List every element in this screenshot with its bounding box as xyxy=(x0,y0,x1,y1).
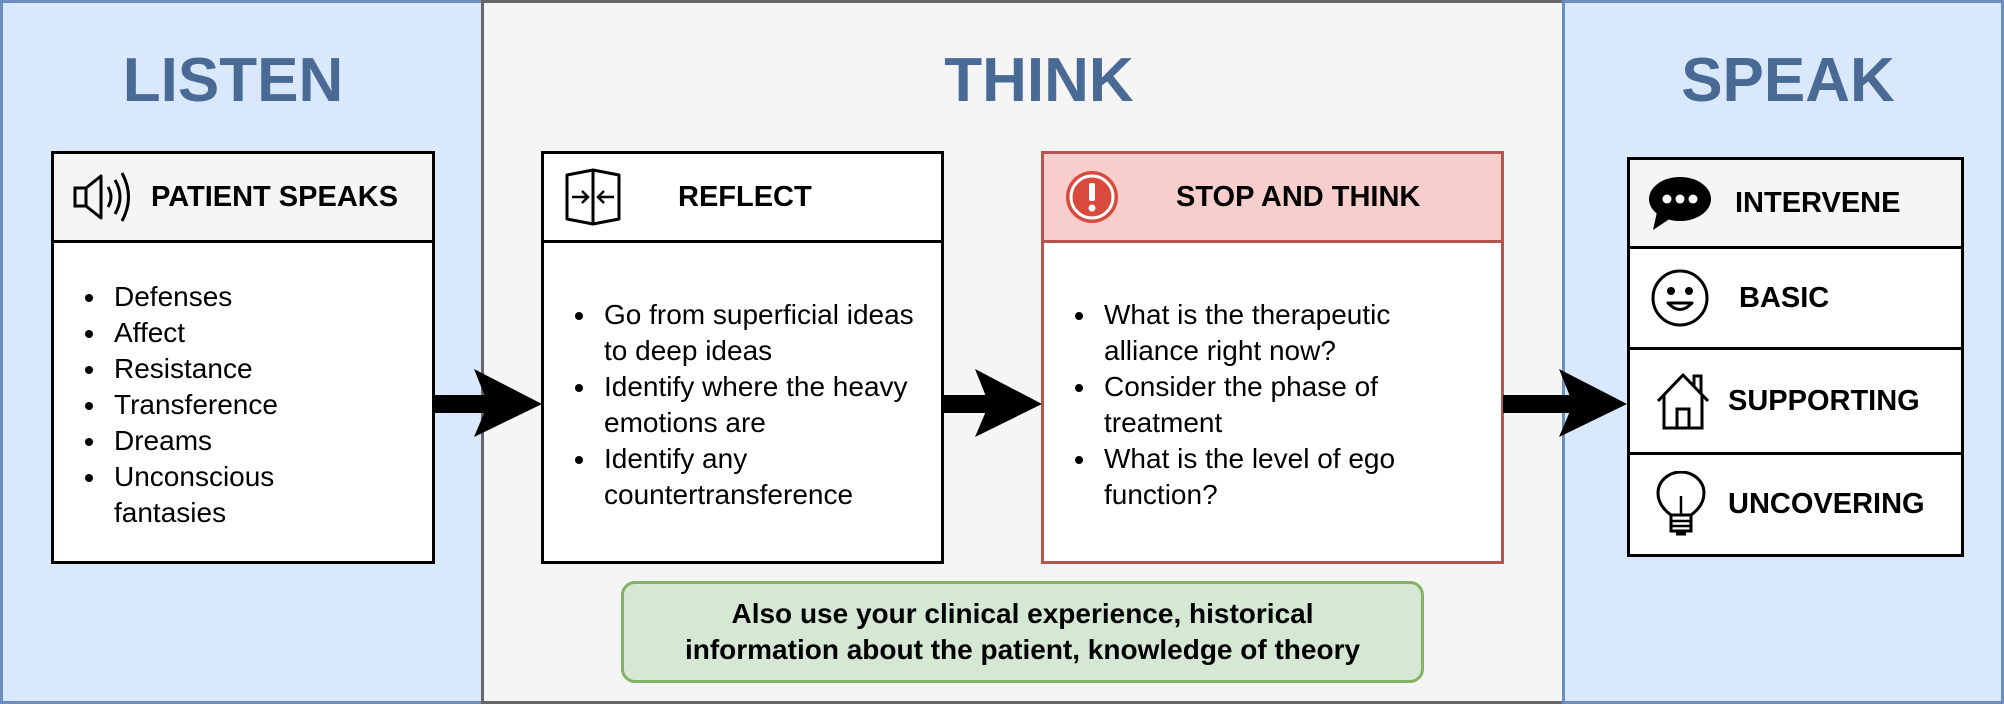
speak-option-intervene: INTERVENE xyxy=(1627,157,1964,249)
patient-speaks-header: PATIENT SPEAKS xyxy=(51,151,435,243)
house-icon xyxy=(1656,371,1710,431)
list-item: Identify any countertransference xyxy=(598,441,918,513)
list-item: Transference xyxy=(108,387,432,423)
list-item: Consider the phase of treatment xyxy=(1098,369,1468,441)
patient-speaks-body: Defenses Affect Resistance Transference … xyxy=(51,240,435,564)
list-item: Affect xyxy=(108,315,432,351)
reflect-body: Go from superficial ideas to deep ideas … xyxy=(541,240,944,564)
stop-and-think-body: What is the therapeutic alliance right n… xyxy=(1041,240,1504,564)
speak-option-label: INTERVENE xyxy=(1735,186,1901,219)
patient-speaks-title: PATIENT SPEAKS xyxy=(151,180,399,213)
smiley-icon xyxy=(1650,268,1710,328)
arrow-stop-to-speak xyxy=(1503,367,1629,439)
stop-and-think-header: STOP AND THINK xyxy=(1041,151,1504,243)
reflect-title: REFLECT xyxy=(678,180,812,213)
list-item: Defenses xyxy=(108,279,432,315)
list-item: Resistance xyxy=(108,351,432,387)
speak-option-label: BASIC xyxy=(1739,281,1830,314)
stop-and-think-title: STOP AND THINK xyxy=(1176,180,1421,213)
listen-title: LISTEN xyxy=(122,46,344,115)
lightbulb-icon xyxy=(1656,470,1706,539)
list-item: Unconscious fantasies xyxy=(108,459,304,531)
speak-option-supporting: SUPPORTING xyxy=(1627,347,1964,455)
note-line-1: Also use your clinical experience, histo… xyxy=(731,598,1314,629)
list-item: What is the level of ego function? xyxy=(1098,441,1468,513)
speak-option-basic: BASIC xyxy=(1627,246,1964,350)
speaker-icon xyxy=(71,169,135,225)
note-line-2: information about the patient, knowledge… xyxy=(684,634,1361,665)
reflect-icon xyxy=(564,168,622,226)
list-item: Identify where the heavy emotions are xyxy=(598,369,918,441)
speak-option-label: SUPPORTING xyxy=(1728,384,1920,417)
list-item: Dreams xyxy=(108,423,432,459)
alert-icon xyxy=(1064,169,1120,225)
arrow-listen-to-reflect xyxy=(434,367,544,439)
speak-option-label: UNCOVERING xyxy=(1728,488,1925,520)
reflect-list: Go from superficial ideas to deep ideas … xyxy=(544,297,918,513)
speak-option-uncovering: UNCOVERING xyxy=(1627,452,1964,557)
reflect-header: REFLECT xyxy=(541,151,944,243)
patient-speaks-list: Defenses Affect Resistance Transference … xyxy=(54,279,432,531)
speak-title: SPEAK xyxy=(1681,46,1895,115)
list-item: Go from superficial ideas to deep ideas xyxy=(598,297,918,369)
arrow-reflect-to-stop xyxy=(942,367,1044,439)
clinical-experience-note: Also use your clinical experience, histo… xyxy=(621,581,1424,683)
stop-and-think-list: What is the therapeutic alliance right n… xyxy=(1044,297,1468,513)
list-item: What is the therapeutic alliance right n… xyxy=(1098,297,1468,369)
think-title: THINK xyxy=(944,46,1134,115)
speech-bubble-icon xyxy=(1647,174,1713,232)
